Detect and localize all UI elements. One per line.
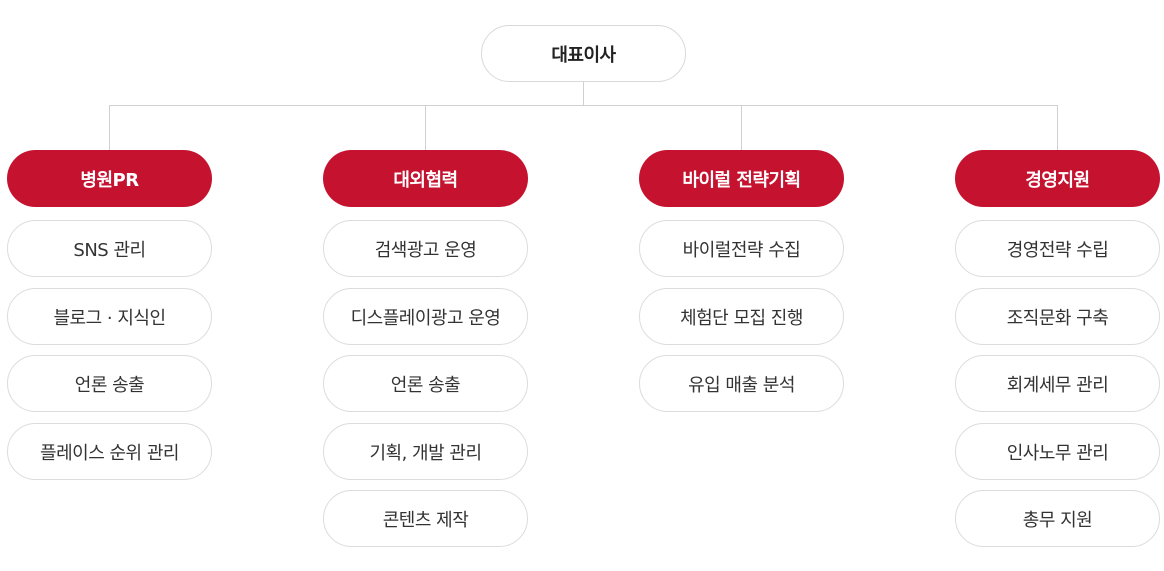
task-item: 조직문화 구축	[955, 288, 1160, 345]
task-item: 기획, 개발 관리	[323, 423, 528, 480]
task-item: 언론 송출	[323, 355, 528, 412]
connector-horizontal	[109, 105, 1057, 106]
task-item: SNS 관리	[7, 220, 212, 277]
department-hospital-pr: 병원PR	[7, 150, 212, 207]
department-management-support: 경영지원	[955, 150, 1160, 207]
connector-dept-2	[741, 105, 742, 150]
task-item: 경영전략 수립	[955, 220, 1160, 277]
ceo-node: 대표이사	[481, 25, 686, 82]
task-item: 플레이스 순위 관리	[7, 423, 212, 480]
task-item: 인사노무 관리	[955, 423, 1160, 480]
connector-root-down	[583, 82, 584, 106]
task-item: 블로그 · 지식인	[7, 288, 212, 345]
department-external-cooperation: 대외협력	[323, 150, 528, 207]
task-item: 회계세무 관리	[955, 355, 1160, 412]
connector-dept-1	[425, 105, 426, 150]
task-item: 콘텐츠 제작	[323, 490, 528, 547]
connector-dept-0	[109, 105, 110, 150]
task-item: 체험단 모집 진행	[639, 288, 844, 345]
task-item: 바이럴전략 수집	[639, 220, 844, 277]
task-item: 유입 매출 분석	[639, 355, 844, 412]
department-viral-strategy: 바이럴 전략기획	[639, 150, 844, 207]
task-item: 총무 지원	[955, 490, 1160, 547]
connector-dept-3	[1057, 105, 1058, 150]
task-item: 검색광고 운영	[323, 220, 528, 277]
task-item: 디스플레이광고 운영	[323, 288, 528, 345]
task-item: 언론 송출	[7, 355, 212, 412]
